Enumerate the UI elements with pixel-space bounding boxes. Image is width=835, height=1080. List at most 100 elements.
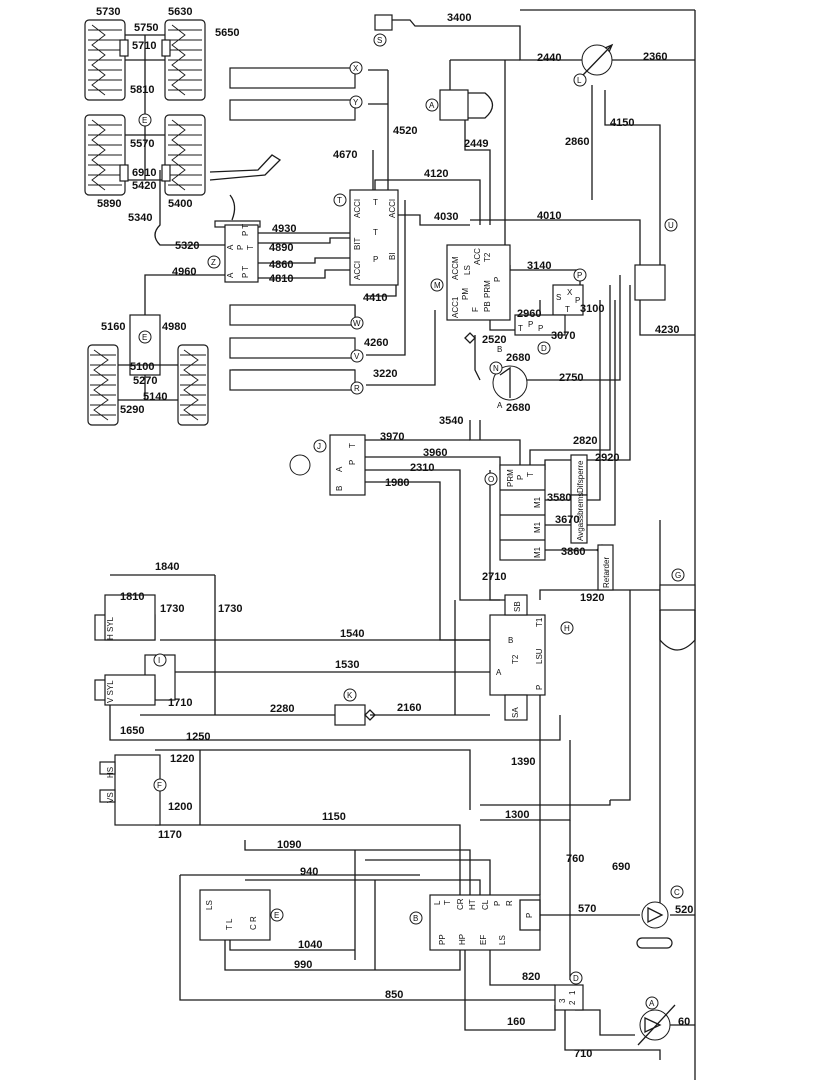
num-2960: 2960	[517, 308, 541, 320]
port-b-p2: P	[525, 913, 534, 918]
port-z-t: T	[246, 245, 255, 250]
tag-m: M	[434, 281, 441, 290]
num-1040: 1040	[298, 939, 322, 951]
num-940: 940	[300, 866, 318, 878]
label-hs: HS	[106, 767, 115, 778]
port-b-l: L	[433, 900, 442, 905]
tag-v: V	[354, 352, 360, 361]
port-j-a: A	[335, 466, 344, 472]
num-5710: 5710	[132, 40, 156, 52]
tag-f: F	[157, 781, 162, 790]
num-2710: 2710	[482, 571, 506, 583]
pump-C-icon	[641, 901, 669, 929]
num-1200: 1200	[168, 801, 192, 813]
port-h-b: B	[508, 636, 513, 645]
port-e-tl: T L	[225, 918, 234, 930]
port-o-p: P	[516, 475, 525, 480]
num-1810: 1810	[120, 591, 144, 603]
port-o-t: T	[526, 472, 535, 477]
port-t-bit: BIT	[353, 237, 362, 250]
port-m-ls: LS	[463, 265, 472, 275]
rear-track-assembly	[87, 314, 209, 426]
num-4890: 4890	[269, 242, 293, 254]
num-4010: 4010	[537, 210, 561, 222]
brake-pedal-icon	[209, 154, 282, 228]
num-3220: 3220	[373, 368, 397, 380]
num-1090: 1090	[277, 839, 301, 851]
num-2680b: 2680	[506, 402, 530, 414]
num-4260: 4260	[364, 337, 388, 349]
port-m-pb: PB	[483, 301, 492, 312]
port-e-ls: LS	[205, 900, 214, 910]
num-4670: 4670	[333, 149, 357, 161]
port-m-f: F	[471, 307, 480, 312]
tag-e-front: E	[142, 116, 147, 125]
num-1980: 1980	[385, 477, 409, 489]
tag-a-bottom: A	[649, 999, 655, 1008]
num-5750: 5750	[134, 22, 158, 34]
pumps-motors	[492, 43, 676, 1046]
tag-u: U	[668, 221, 674, 230]
num-2680a: 2680	[506, 352, 530, 364]
port-m-acc1: ACC1	[451, 296, 460, 318]
port-p-x: X	[567, 288, 573, 297]
num-1840: 1840	[155, 561, 179, 573]
num-1650: 1650	[120, 725, 144, 737]
num-3960: 3960	[423, 447, 447, 459]
valve-blocks	[94, 14, 696, 1011]
num-4810: 4810	[269, 273, 293, 285]
num-3580: 3580	[547, 492, 571, 504]
port-t-p: P	[373, 255, 378, 264]
num-5730: 5730	[96, 6, 120, 18]
tag-n: N	[493, 364, 499, 373]
tag-d-low: D	[573, 974, 579, 983]
port-h-sb: SB	[513, 601, 522, 612]
port-z-a2: A	[226, 272, 235, 278]
num-1710: 1710	[168, 697, 192, 709]
num-4230: 4230	[655, 324, 679, 336]
num-4030: 4030	[434, 211, 458, 223]
port-m-pm: PM	[461, 288, 470, 300]
tag-c: C	[674, 888, 680, 897]
num-5100: 5100	[130, 361, 154, 373]
tag-y: Y	[353, 98, 359, 107]
front-track-assembly	[84, 19, 206, 196]
num-5810: 5810	[130, 84, 154, 96]
num-2440: 2440	[537, 52, 561, 64]
num-160: 160	[507, 1016, 525, 1028]
num-2920: 2920	[595, 452, 619, 464]
main-lines	[109, 9, 696, 1080]
component-tags: S X Y A L T M U Z P D W V R N O J G H I …	[138, 33, 685, 1010]
num-820: 820	[522, 971, 540, 983]
num-4930: 4930	[272, 223, 296, 235]
port-d-2: 2	[568, 1000, 577, 1005]
tag-k: K	[347, 691, 353, 700]
num-2520: 2520	[482, 334, 506, 346]
num-2310: 2310	[410, 462, 434, 474]
label-avgassbrems: Avgassbrems	[576, 493, 585, 541]
port-m-prm: PRM	[483, 280, 492, 298]
port-t-acci3: ACCI	[353, 261, 362, 280]
port-e-cr: C R	[249, 916, 258, 930]
num-850: 850	[385, 989, 403, 1001]
num-3100: 3100	[580, 303, 604, 315]
port-t-t: T	[373, 198, 378, 207]
tag-i: I	[158, 656, 160, 665]
port-j-b: B	[335, 486, 344, 491]
port-t-acc2: ACCI	[388, 199, 397, 218]
port-b-ht: HT	[468, 899, 477, 910]
port-z-p: P	[236, 245, 245, 250]
num-3400: 3400	[447, 12, 471, 24]
num-1920: 1920	[580, 592, 604, 604]
port-b-cl: CL	[481, 899, 490, 910]
port-p-p: P	[575, 296, 580, 305]
port-b-r: R	[505, 900, 514, 906]
tag-l: L	[577, 76, 582, 85]
port-p-s: S	[556, 293, 561, 302]
port-o-m1b: M1	[533, 521, 542, 533]
port-b-ls: LS	[498, 935, 507, 945]
port-h-t2: T2	[511, 654, 520, 664]
port-m-acc: ACC	[473, 248, 482, 265]
port-z-pt2: P T	[241, 266, 250, 278]
label-retarder: Retarder	[602, 557, 611, 588]
